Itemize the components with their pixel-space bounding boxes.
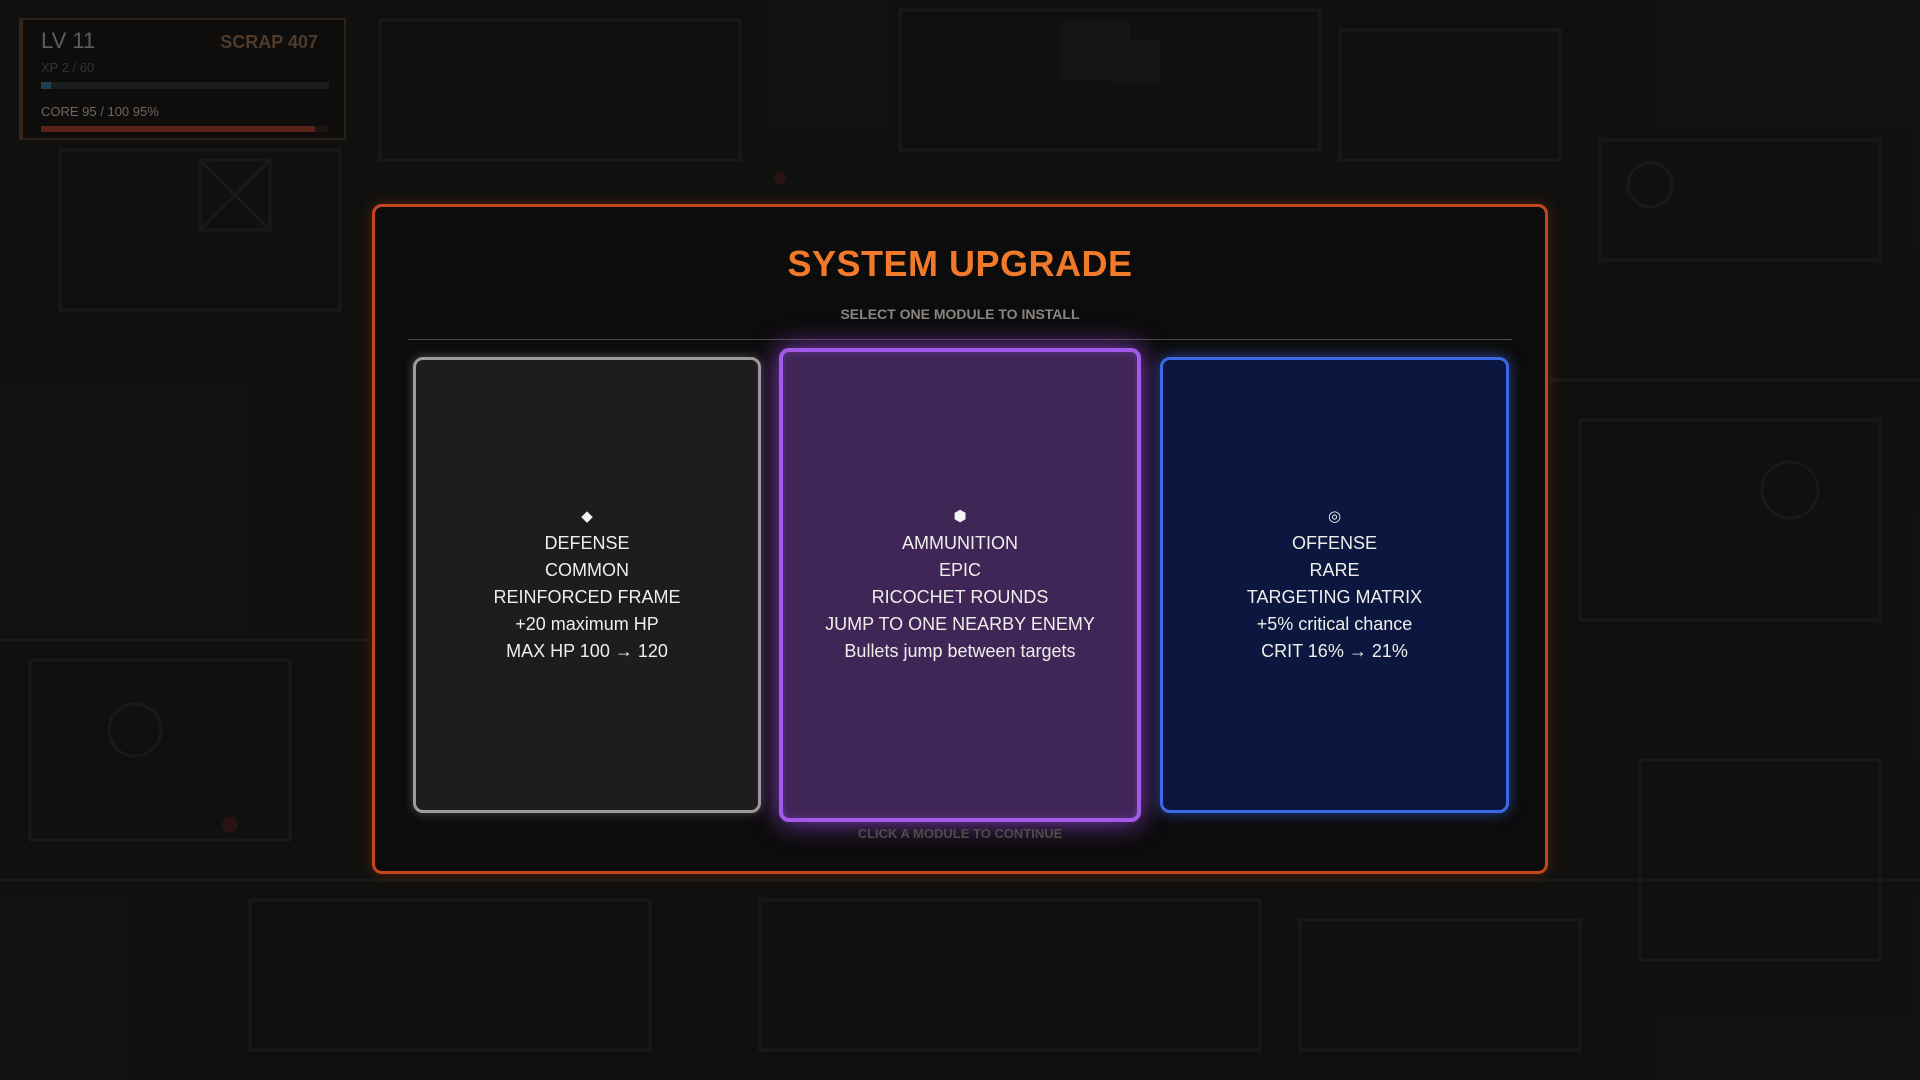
panel-subtitle: SELECT ONE MODULE TO INSTALL bbox=[840, 306, 1080, 322]
xp-label: XP 2 / 60 bbox=[41, 60, 95, 75]
scrap-counter: SCRAP 407 bbox=[220, 32, 318, 52]
panel-title: SYSTEM UPGRADE bbox=[787, 243, 1133, 284]
player-hud: LV 11 SCRAP 407 XP 2 / 60 CORE 95 / 100 … bbox=[19, 18, 346, 140]
card-rarity: COMMON bbox=[545, 559, 629, 580]
card-category: AMMUNITION bbox=[902, 532, 1018, 553]
core-health-bar-fill bbox=[41, 126, 315, 132]
divider bbox=[408, 339, 1512, 340]
upgrade-card-offense[interactable]: ◎ OFFENSE RARE TARGETING MATRIX +5% crit… bbox=[1160, 357, 1509, 813]
diamond-icon: ◆ bbox=[581, 507, 593, 525]
core-health-bar bbox=[41, 126, 329, 132]
card-rarity: EPIC bbox=[938, 559, 981, 580]
card-category: DEFENSE bbox=[544, 532, 630, 553]
xp-bar bbox=[41, 82, 329, 89]
card-effect: +5% critical chance bbox=[1256, 613, 1413, 634]
target-icon: ◎ bbox=[1327, 507, 1342, 525]
card-name: TARGETING MATRIX bbox=[1246, 586, 1423, 607]
core-health-label: CORE 95 / 100 95% bbox=[41, 104, 159, 119]
card-description: Bullets jump between targets bbox=[844, 640, 1076, 661]
card-category: OFFENSE bbox=[1291, 532, 1377, 553]
card-rarity: RARE bbox=[1309, 559, 1360, 580]
card-name: REINFORCED FRAME bbox=[493, 586, 681, 607]
upgrade-card-ammunition[interactable]: ⬢ AMMUNITION EPIC RICOCHET ROUNDS JUMP T… bbox=[779, 348, 1141, 822]
panel-footer-hint: CLICK A MODULE TO CONTINUE bbox=[857, 826, 1063, 841]
card-name: RICOCHET ROUNDS bbox=[871, 586, 1049, 607]
xp-bar-fill bbox=[41, 82, 51, 89]
hexagon-icon: ⬢ bbox=[953, 507, 967, 525]
system-upgrade-panel: SYSTEM UPGRADE SELECT ONE MODULE TO INST… bbox=[372, 204, 1548, 874]
card-effect: JUMP TO ONE NEARBY ENEMY bbox=[825, 613, 1095, 634]
level-label: LV 11 bbox=[41, 28, 96, 53]
card-stat-change: MAX HP 100 → 120 bbox=[506, 640, 668, 661]
card-effect: +20 maximum HP bbox=[515, 613, 659, 634]
card-stat-change: CRIT 16% → 21% bbox=[1261, 640, 1408, 661]
upgrade-card-defense[interactable]: ◆ DEFENSE COMMON REINFORCED FRAME +20 ma… bbox=[413, 357, 761, 813]
